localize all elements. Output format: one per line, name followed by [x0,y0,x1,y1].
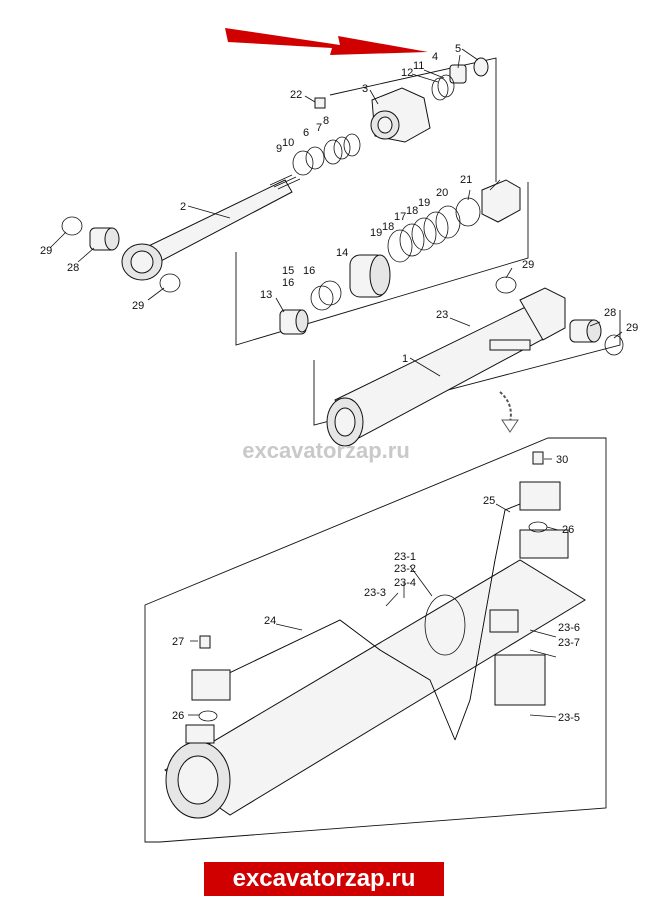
part-label: 19 [370,227,382,239]
part-label: 15 [282,265,294,277]
ring-18b [399,223,425,257]
part-label: 23-5 [558,712,580,724]
part-label: 14 [336,247,348,259]
part-label: 3 [362,83,368,95]
part-label: 29 [132,300,144,312]
leader-lines [49,48,623,718]
part-label: 8 [323,115,329,127]
curved-arrow-icon [499,391,512,423]
brand-banner[interactable]: excavatorzap.ru [204,862,444,896]
seal-8 [343,133,361,157]
gland-head [370,87,431,143]
flange-27 [191,669,231,701]
part-label: 29 [40,245,52,257]
part-label: 28 [67,262,79,274]
ring-11 [437,74,455,98]
part-label: 20 [436,187,448,199]
part-label: 16 [282,277,294,289]
part-label: 1 [402,353,408,365]
ring-17 [411,217,437,251]
ring-18a [423,211,449,245]
oring-29-top [495,276,517,294]
part-label: 29 [626,322,638,334]
part-number-labels: 1 2 3 4 5 6 7 8 9 10 11 12 13 14 15 16 1… [40,43,638,724]
bolt-30 [532,451,544,465]
part-label: 21 [460,174,472,186]
oring-26-bottom [198,710,218,722]
oring-29-bottom [159,273,181,293]
part-label: 23-7 [558,637,580,649]
seal-10 [305,146,325,170]
seal-7 [333,136,351,160]
frame-barrel [313,310,621,426]
frame-piston [235,182,529,346]
pipe-25-inner [454,499,531,741]
part-label: 7 [316,122,322,134]
part-label: 18 [406,205,418,217]
part-label: 23-3 [364,587,386,599]
clamp-23-1 [424,594,466,656]
part-label: 19 [418,197,430,209]
part-label: 17 [394,211,406,223]
part-label: 18 [382,221,394,233]
ring-12 [431,77,449,101]
part-label: 23 [436,309,448,321]
bushing-28-left [89,227,120,251]
nut-21 [481,179,521,223]
part-label: 13 [260,289,272,301]
part-label: 30 [556,454,568,466]
red-arrow-icon [225,28,428,55]
part-label: 26 [172,710,184,722]
bolt-22 [314,97,326,109]
pipe-24-inner [224,619,456,741]
part-label: 11 [413,60,424,72]
ring-15 [318,280,342,306]
ring-19a [435,205,461,239]
part-label: 4 [432,51,438,63]
bracket-23-7 [489,609,519,633]
part-label: 22 [290,89,302,101]
part-label: 27 [172,636,184,648]
bushing-4 [449,64,467,84]
cylinder-detail [164,529,586,819]
part-label: 26 [562,524,574,536]
part-label: 23-4 [394,577,416,589]
part-label: 6 [303,127,309,139]
part-label: 9 [276,143,282,155]
part-label: 12 [401,67,413,79]
part-label: 24 [264,615,276,627]
block-23-5 [494,654,546,706]
bolt-27 [199,635,211,649]
cylinder-tube-1 [326,287,566,447]
flange-30 [519,481,561,511]
seal-9 [292,150,314,176]
frame-top [329,57,497,182]
arrow-head-icon [501,419,519,433]
part-label: 5 [455,43,461,55]
part-label: 23-1 [394,551,416,563]
part-label: 25 [483,495,495,507]
cushion-13 [279,309,309,335]
part-label: 16 [303,265,315,277]
part-label: 28 [604,307,616,319]
piston-14 [349,254,391,298]
watermark-text: excavatorzap.ru [242,438,410,463]
part-label: 29 [522,259,534,271]
oring-29-right [604,334,624,356]
frame-piping [144,437,607,843]
piston-rod-2 [121,174,301,281]
oring-29-left [61,216,83,236]
part-label: 2 [180,201,186,213]
part-label: 10 [282,137,294,149]
ring-19b [387,229,413,263]
part-label: 23-6 [558,622,580,634]
part-label: 23-2 [394,563,416,575]
ring-16 [310,285,334,311]
oring-5 [473,57,489,77]
seal-6 [323,139,343,165]
